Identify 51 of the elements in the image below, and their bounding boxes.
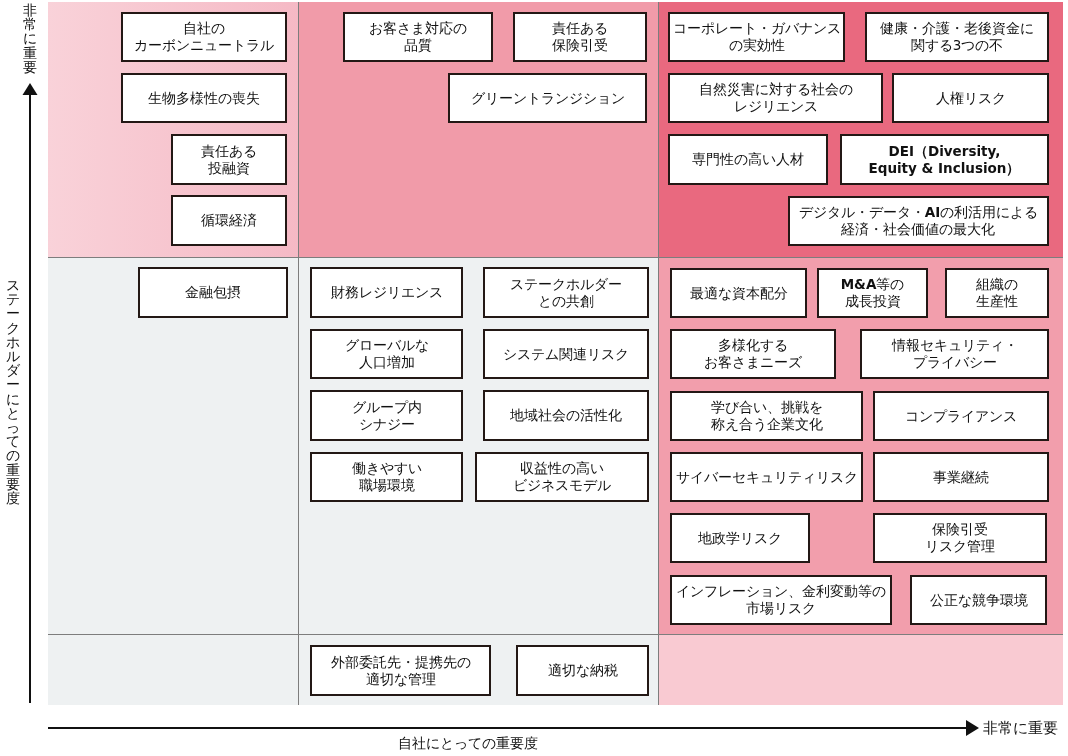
issue-box: 循環経済 [171,195,287,246]
issue-box: コンプライアンス [873,391,1049,441]
issue-box: 外部委託先・提携先の適切な管理 [310,645,491,696]
matrix-cell [658,2,1063,257]
issue-box: 収益性の高いビジネスモデル [475,452,649,502]
issue-box: グループ内シナジー [310,390,463,441]
matrix-cell [298,2,658,257]
issue-box: 事業継続 [873,452,1049,502]
issue-box: 最適な資本配分 [670,268,807,318]
matrix-cell [658,257,1063,634]
matrix-cell [48,2,298,257]
issue-box: 多様化するお客さまニーズ [670,329,836,379]
matrix-cell [298,257,658,634]
issue-box: 金融包摂 [138,267,288,318]
issue-box: グリーントランジション [448,73,647,123]
matrix-cell [48,257,298,634]
issue-box: 自社のカーボンニュートラル [121,12,287,62]
matrix-cell [658,634,1063,705]
issue-box: 専門性の高い人材 [668,134,828,185]
issue-box: 責任ある保険引受 [513,12,647,62]
issue-box: 人権リスク [892,73,1049,123]
issue-box: 学び合い、挑戦を称え合う企業文化 [670,391,863,441]
matrix-cell [48,634,298,705]
axis-title: ステークホルダーにとっての重要度 [6,278,20,506]
issue-box: コーポレート・ガバナンスの実効性 [668,12,845,62]
issue-box: 公正な競争環境 [910,575,1047,625]
issue-box: 情報セキュリティ・プライバシー [860,329,1049,379]
issue-box: お客さま対応の品質 [343,12,493,62]
issue-box: 責任ある投融資 [171,134,287,185]
issue-box: 適切な納税 [516,645,649,696]
issue-box: 地域社会の活性化 [483,390,649,441]
issue-box: 財務レジリエンス [310,267,463,318]
issue-box: 保険引受リスク管理 [873,513,1047,563]
issue-box: 自然災害に対する社会のレジリエンス [668,73,883,123]
issue-box: ステークホルダーとの共創 [483,267,649,318]
matrix-cell [298,634,658,705]
issue-box: 健康・介護・老後資金に関する3つの不 [865,12,1049,62]
issue-box: DEI（Diversity, Equity & Inclusion） [840,134,1049,185]
issue-box: 生物多様性の喪失 [121,73,287,123]
issue-box: システム関連リスク [483,329,649,379]
axis-end-label: 非常に重要 [23,3,37,74]
issue-box: 働きやすい職場環境 [310,452,463,502]
axis-title: 自社にとっての重要度 [398,735,538,751]
issue-box: グローバルな人口増加 [310,329,463,379]
issue-box: サイバーセキュリティリスク [670,452,863,502]
issue-box: 組織の生産性 [945,268,1049,318]
axis-end-label: 非常に重要 [983,720,1058,736]
issue-box: インフレーション、金利変動等の市場リスク [670,575,892,625]
issue-box: 地政学リスク [670,513,810,563]
issue-box: M&A等の成長投資 [817,268,928,318]
issue-box: デジタル・データ・AIの利活用による経済・社会価値の最大化 [788,196,1049,246]
